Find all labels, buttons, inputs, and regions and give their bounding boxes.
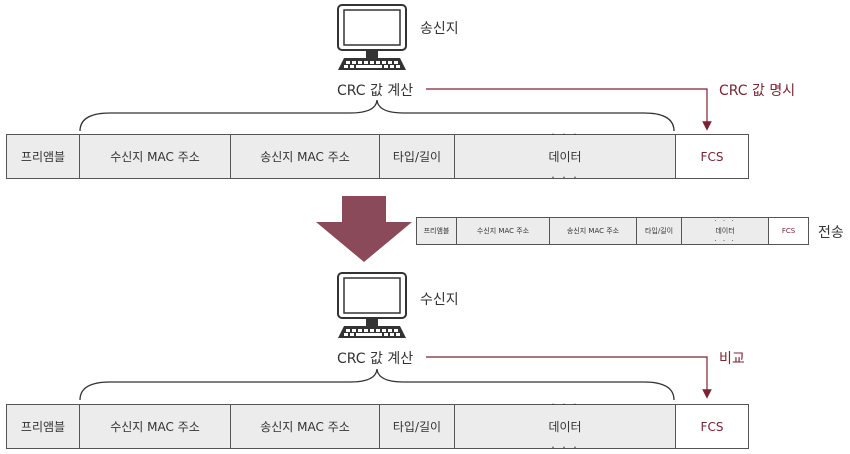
frame-field-preamble: 프리앰블	[417, 218, 457, 244]
frame-field-data-label: 데이터	[548, 420, 582, 434]
data-dots-bottom: · · ·	[714, 237, 736, 245]
frame-field-fcs: FCS	[676, 405, 748, 448]
receiver-crc-action-label: 비교	[719, 351, 745, 367]
frame-field-preamble: 프리앰블	[7, 405, 80, 448]
receiver-crc-calc-label: CRC 값 계산	[337, 351, 414, 367]
data-dots-top: · · ·	[551, 398, 579, 411]
data-dots-bottom: · · ·	[551, 441, 579, 454]
frame-field-src-mac: 송신지 MAC 주소	[231, 405, 380, 448]
frame-field-type-length: 타입/길이	[380, 135, 455, 178]
transmit-label: 전송	[818, 225, 844, 241]
receiver-connector-arrow	[426, 356, 712, 399]
data-dots-top: · · ·	[714, 217, 736, 225]
data-dots-top: · · ·	[551, 128, 579, 141]
sender-crc-action-label: CRC 값 명시	[719, 83, 796, 99]
frame-field-type-length: 타입/길이	[637, 218, 682, 244]
frame-field-data-label: 데이터	[715, 227, 735, 235]
sender-computer-icon	[337, 4, 407, 70]
frame-field-data: · · · 데이터 · · ·	[455, 399, 676, 453]
frame-field-data: · · · 데이터 · · ·	[455, 129, 676, 183]
sender-connector-arrow	[426, 88, 712, 131]
frame-field-dest-mac: 수신지 MAC 주소	[80, 405, 231, 448]
sender-brace-icon	[79, 99, 675, 132]
frame-field-src-mac: 송신지 MAC 주소	[231, 135, 380, 178]
sender-crc-calc-label: CRC 값 계산	[337, 83, 414, 99]
sender-label: 송신지	[420, 21, 459, 37]
frame-field-fcs: FCS	[769, 218, 808, 244]
frame-field-data: · · · 데이터 · · ·	[682, 217, 769, 245]
frame-field-type-length: 타입/길이	[380, 405, 455, 448]
receiver-label: 수신지	[420, 292, 459, 308]
frame-field-dest-mac: 수신지 MAC 주소	[457, 218, 550, 244]
down-arrow-icon	[316, 196, 412, 262]
frame-field-src-mac: 송신지 MAC 주소	[550, 218, 637, 244]
frame-field-preamble: 프리앰블	[7, 135, 80, 178]
receiver-computer-icon	[337, 272, 407, 338]
sender-frame: 프리앰블 수신지 MAC 주소 송신지 MAC 주소 타입/길이 · · · 데…	[6, 129, 749, 183]
frame-field-dest-mac: 수신지 MAC 주소	[80, 135, 231, 178]
receiver-brace-icon	[79, 368, 675, 401]
frame-field-data-label: 데이터	[548, 150, 582, 164]
frame-field-fcs: FCS	[676, 135, 748, 178]
transmit-frame: 프리앰블 수신지 MAC 주소 송신지 MAC 주소 타입/길이 · · · 데…	[416, 217, 809, 245]
receiver-frame: 프리앰블 수신지 MAC 주소 송신지 MAC 주소 타입/길이 · · · 데…	[6, 399, 749, 453]
data-dots-bottom: · · ·	[551, 171, 579, 184]
